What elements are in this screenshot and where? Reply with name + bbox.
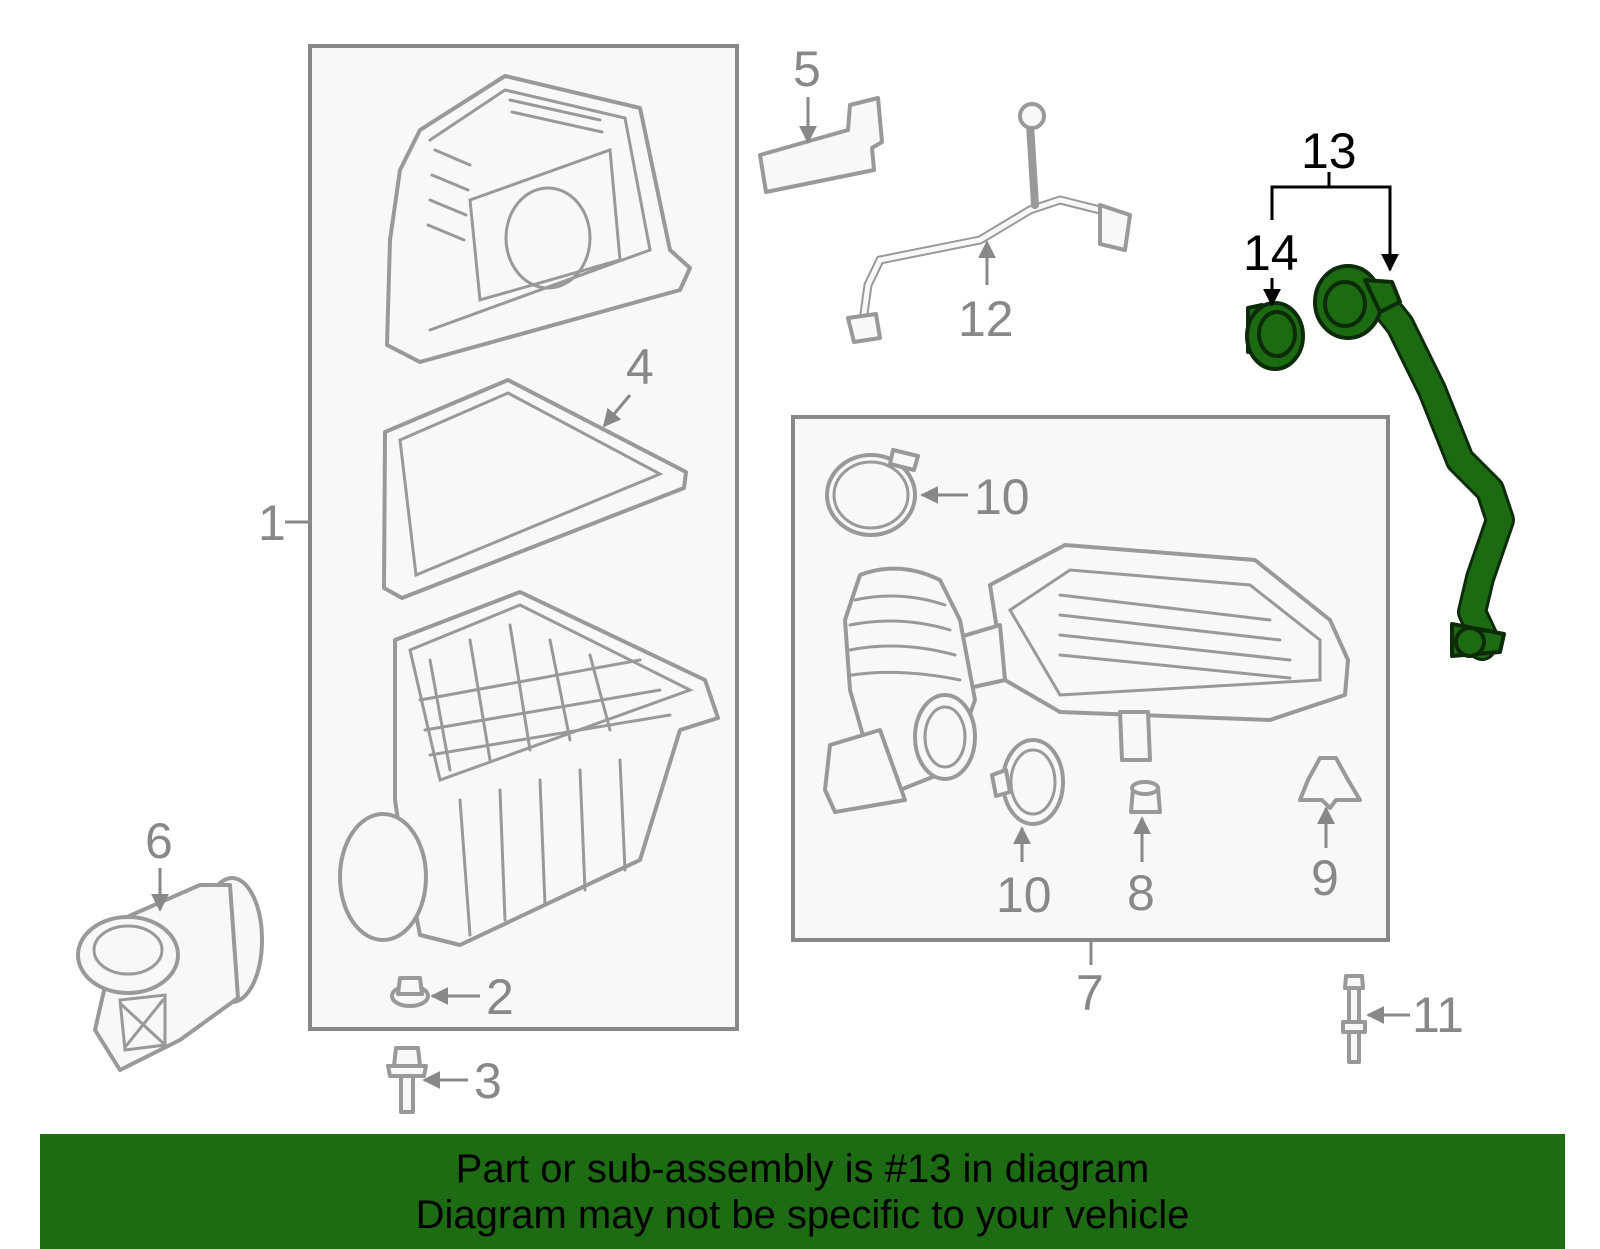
leader-13 bbox=[1270, 172, 1390, 270]
bolt-3 bbox=[386, 1046, 428, 1114]
callout-10-lower: 10 bbox=[996, 867, 1052, 923]
vent-tube-12 bbox=[846, 102, 1132, 344]
callout-6: 6 bbox=[145, 813, 173, 869]
callout-10-upper: 10 bbox=[974, 469, 1030, 525]
callout-2: 2 bbox=[486, 969, 514, 1025]
callout-13: 13 bbox=[1301, 123, 1357, 179]
clamp-14 bbox=[1245, 301, 1305, 371]
banner-line-2: Diagram may not be specific to your vehi… bbox=[415, 1193, 1190, 1237]
callout-7: 7 bbox=[1076, 965, 1104, 1021]
grommet-8 bbox=[1129, 780, 1162, 814]
callout-8: 8 bbox=[1127, 865, 1155, 921]
leader-4 bbox=[602, 394, 632, 428]
clamp-10-lower bbox=[990, 738, 1065, 826]
callout-11: 11 bbox=[1412, 987, 1464, 1043]
callout-1: 1 bbox=[258, 495, 286, 551]
callout-9: 9 bbox=[1311, 850, 1339, 906]
clamp-10-upper bbox=[825, 448, 920, 537]
info-banner: Part or sub-assembly is #13 in diagram D… bbox=[40, 1134, 1565, 1249]
bracket-5 bbox=[758, 96, 884, 194]
air-cleaner-cover bbox=[385, 74, 692, 364]
callout-12: 12 bbox=[958, 291, 1014, 347]
mass-airflow-sensor-6 bbox=[76, 876, 264, 1072]
callout-5: 5 bbox=[793, 41, 821, 97]
air-filter-element bbox=[382, 378, 688, 600]
grommet-2 bbox=[390, 976, 430, 1008]
callout-3: 3 bbox=[474, 1053, 502, 1109]
bolt-11 bbox=[1341, 974, 1367, 1064]
air-cleaner-assembly-7 bbox=[823, 543, 1350, 814]
hose-13 bbox=[1313, 264, 1515, 661]
banner-line-1: Part or sub-assembly is #13 in diagram bbox=[455, 1147, 1150, 1191]
callout-14: 14 bbox=[1243, 225, 1299, 281]
insulator-9 bbox=[1298, 756, 1362, 810]
callout-4: 4 bbox=[626, 339, 654, 395]
air-cleaner-housing bbox=[338, 590, 720, 947]
